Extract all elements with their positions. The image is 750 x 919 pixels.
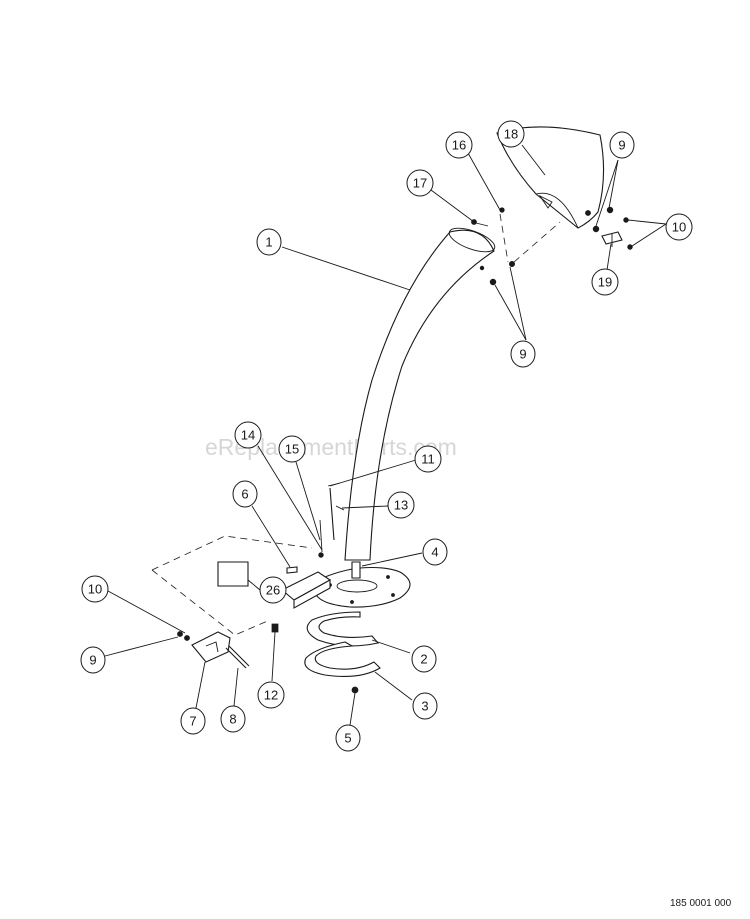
svg-text:1: 1 — [265, 235, 272, 250]
svg-text:12: 12 — [264, 688, 278, 703]
svg-text:5: 5 — [344, 731, 351, 746]
callout-12: 12 — [257, 681, 285, 709]
callout-6: 6 — [232, 480, 258, 508]
callout-leaders — [104, 144, 667, 726]
callout-16: 16 — [445, 131, 473, 159]
svg-text:9: 9 — [89, 653, 96, 668]
svg-text:14: 14 — [241, 428, 255, 443]
callout-9-tube: 9 — [510, 340, 536, 368]
chute-base — [314, 561, 411, 608]
chute-deflector — [496, 126, 605, 229]
svg-text:8: 8 — [229, 712, 236, 727]
callout-9-left: 9 — [80, 646, 106, 674]
base-bolt — [351, 686, 359, 694]
callout-15: 15 — [278, 435, 306, 463]
callout-11: 11 — [414, 445, 442, 473]
svg-text:7: 7 — [189, 714, 196, 729]
svg-text:10: 10 — [88, 582, 102, 597]
guide-rod — [225, 645, 250, 669]
ring-lower — [304, 641, 381, 677]
callout-13: 13 — [387, 491, 415, 519]
svg-text:17: 17 — [413, 176, 427, 191]
svg-text:16: 16 — [452, 138, 466, 153]
assembly-outline — [151, 535, 313, 636]
svg-text:2: 2 — [420, 652, 427, 667]
callout-18: 18 — [497, 120, 525, 148]
svg-text:6: 6 — [241, 487, 248, 502]
callout-4: 4 — [422, 538, 448, 566]
drawing-number: 185 0001 000 — [670, 898, 732, 909]
callout-7: 7 — [180, 707, 206, 735]
svg-text:9: 9 — [519, 347, 526, 362]
svg-text:3: 3 — [421, 699, 428, 714]
mounting-bracket — [271, 482, 345, 633]
chute-tube — [344, 227, 496, 561]
svg-text:11: 11 — [421, 452, 435, 467]
callout-17: 17 — [406, 169, 434, 197]
callout-5: 5 — [335, 724, 361, 752]
guide-bracket — [177, 631, 231, 663]
callout-1: 1 — [256, 228, 282, 256]
callout-14: 14 — [234, 421, 262, 449]
svg-text:15: 15 — [285, 442, 299, 457]
callout-2: 2 — [411, 645, 437, 673]
callout-10-deflector: 10 — [665, 213, 693, 241]
svg-text:13: 13 — [394, 498, 408, 513]
svg-text:26: 26 — [266, 583, 280, 598]
deflector-hardware — [585, 206, 633, 250]
svg-text:9: 9 — [618, 138, 625, 153]
label-plate — [217, 561, 249, 587]
svg-text:19: 19 — [598, 275, 612, 290]
svg-text:18: 18 — [504, 127, 518, 142]
svg-text:4: 4 — [431, 545, 438, 560]
callout-26: 26 — [259, 576, 287, 604]
ring-upper — [306, 611, 380, 647]
svg-text:10: 10 — [672, 220, 686, 235]
callout-8: 8 — [220, 705, 246, 733]
callout-3: 3 — [412, 692, 438, 720]
callout-9-deflector: 9 — [609, 131, 635, 159]
callout-10-left: 10 — [81, 575, 109, 603]
callout-19: 19 — [591, 268, 619, 296]
